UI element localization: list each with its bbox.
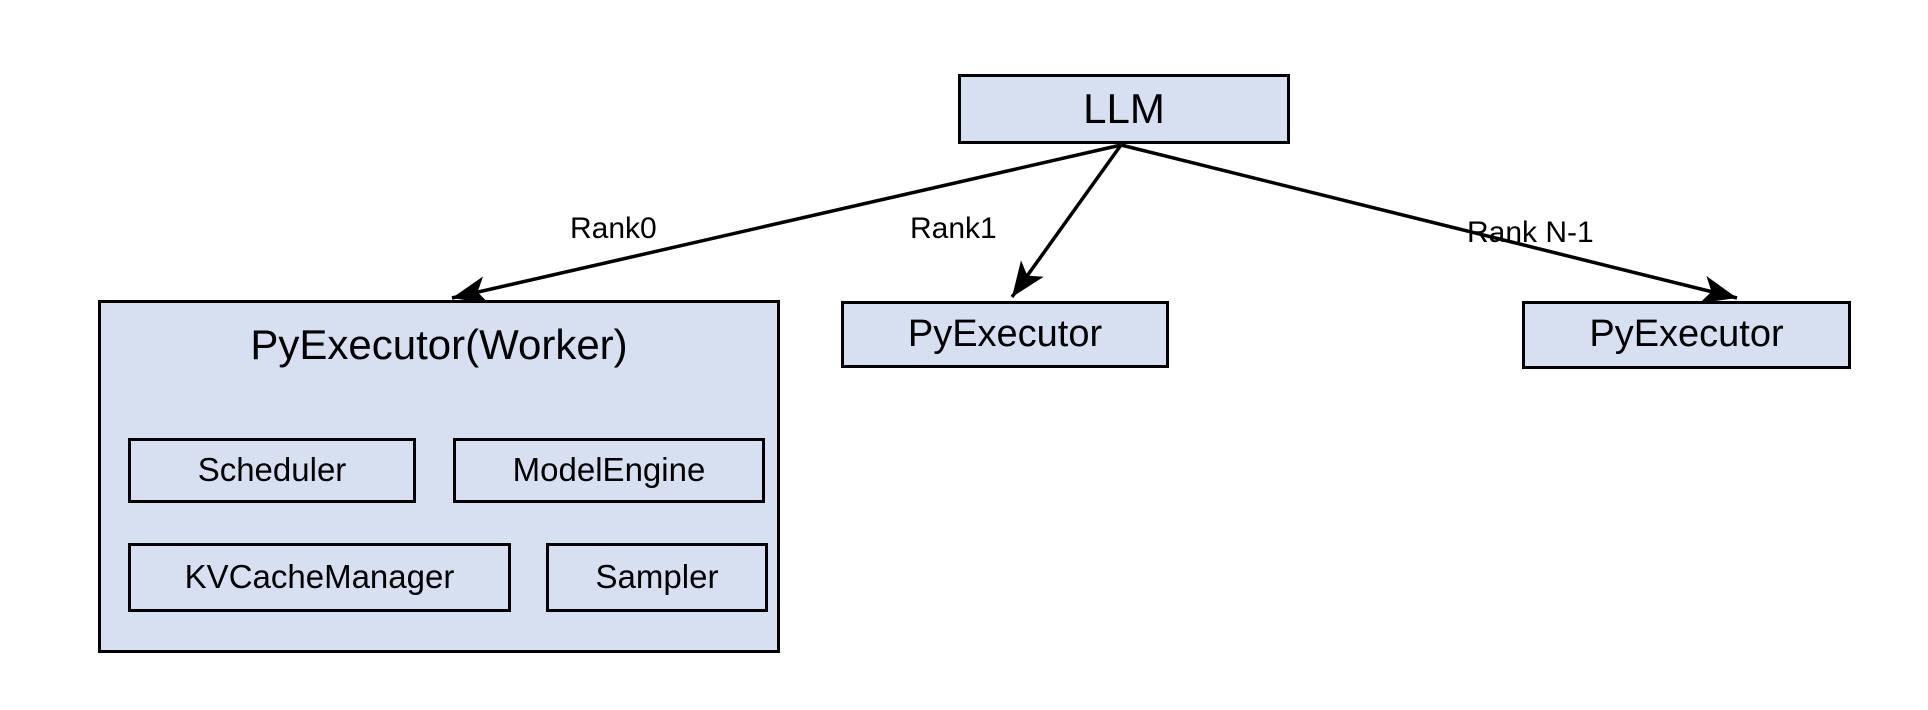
edge-label-rank0: Rank0 <box>570 212 657 245</box>
node-scheduler[interactable]: Scheduler <box>128 438 416 503</box>
node-model-engine-label: ModelEngine <box>512 451 706 489</box>
edge-llm-to-worker <box>451 143 1122 304</box>
edge-llm-to-executor-middle <box>1010 143 1123 299</box>
node-pyexecutor-rank1[interactable]: PyExecutor <box>841 301 1169 368</box>
node-llm-label: LLM <box>1083 84 1165 132</box>
edge-label-rank-n-1: Rank N-1 <box>1467 216 1594 249</box>
node-kv-cache-manager-label: KVCacheManager <box>184 558 455 596</box>
edge-label-rank1: Rank1 <box>910 212 997 245</box>
node-pyexecutor-worker-label: PyExecutor(Worker) <box>250 321 628 368</box>
node-sampler-label: Sampler <box>595 558 719 596</box>
node-model-engine[interactable]: ModelEngine <box>453 438 765 503</box>
node-sampler[interactable]: Sampler <box>546 543 768 612</box>
node-pyexecutor-rank-n[interactable]: PyExecutor <box>1522 301 1851 369</box>
node-pyexecutor-rank1-label: PyExecutor <box>907 312 1103 355</box>
node-llm[interactable]: LLM <box>958 74 1290 144</box>
edge-llm-to-executor-right <box>1120 143 1738 304</box>
node-pyexecutor-rank-n-label: PyExecutor <box>1589 313 1784 356</box>
node-kv-cache-manager[interactable]: KVCacheManager <box>128 543 511 612</box>
node-scheduler-label: Scheduler <box>197 451 347 489</box>
node-pyexecutor-worker[interactable]: PyExecutor(Worker) Scheduler ModelEngine… <box>98 300 780 653</box>
